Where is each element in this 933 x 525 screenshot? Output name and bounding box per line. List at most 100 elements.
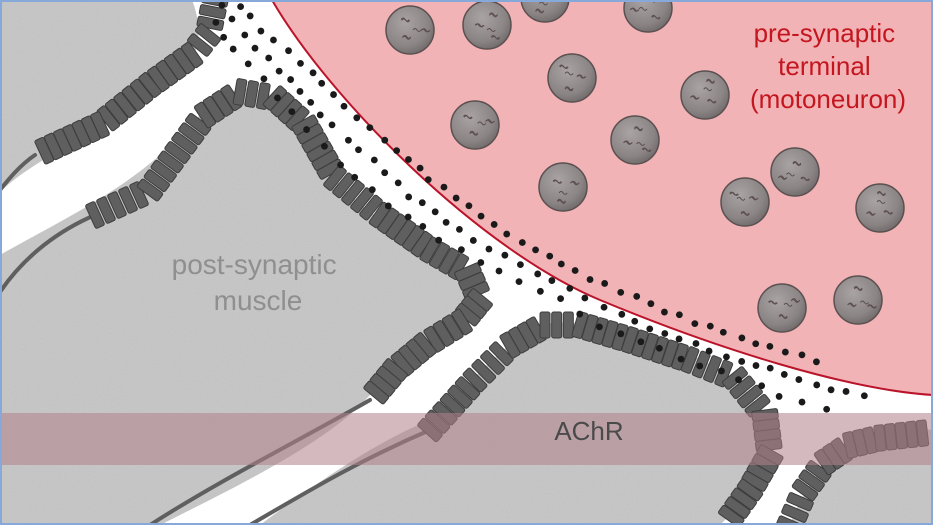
neurotransmitter-dot	[518, 239, 526, 246]
postsynaptic-label-line-2: muscle	[214, 285, 303, 316]
receptor	[423, 325, 446, 353]
neurotransmitter-dot	[244, 60, 252, 68]
neurotransmitter-dot	[246, 12, 254, 20]
neurotransmitter-dot	[296, 88, 304, 95]
neurotransmitter-dot	[260, 75, 268, 83]
neurotransmitter-dot	[738, 334, 746, 342]
neurotransmitter-dot	[457, 246, 465, 254]
neurotransmitter-dot	[827, 386, 835, 394]
neurotransmitter-dot	[340, 102, 348, 110]
neurotransmitter-dot	[823, 405, 831, 413]
vesicle	[610, 115, 660, 165]
neurotransmitter-dot	[469, 237, 477, 244]
receptor	[96, 105, 121, 132]
neurotransmitter-dot	[661, 308, 668, 316]
neurotransmitter-dot	[435, 236, 443, 244]
neurotransmitter-dot	[477, 259, 485, 266]
neurotransmitter-dot	[517, 261, 524, 269]
receptor	[85, 201, 105, 229]
neurotransmitter-dot	[775, 393, 783, 400]
neurotransmitter-dot	[257, 27, 265, 35]
receptor	[341, 179, 365, 206]
vesicle	[462, 0, 512, 50]
neurotransmitter-dot	[718, 367, 725, 375]
neurotransmitter-dot	[860, 392, 868, 400]
receptor	[438, 247, 460, 275]
neurotransmitter-dot	[442, 218, 450, 226]
neurotransmitter-dot	[766, 343, 774, 350]
neurotransmitter-dot	[287, 76, 295, 83]
neurotransmitter-dot	[501, 251, 509, 259]
neurotransmitter-dot	[212, 18, 220, 26]
neurotransmitter-dot	[495, 267, 503, 275]
neurotransmitter-dot	[617, 288, 625, 296]
neurotransmitter-dot	[631, 317, 639, 325]
neurotransmitter-dot	[571, 267, 579, 274]
receptor	[471, 358, 497, 384]
receptor	[187, 33, 213, 57]
achr-label: AChR	[554, 416, 623, 446]
neurotransmitter-dot	[228, 15, 236, 23]
neurotransmitter-dot	[706, 322, 714, 330]
receptor	[164, 141, 191, 164]
receptor	[96, 196, 116, 224]
receptor	[729, 375, 756, 400]
neurotransmitter-dot	[655, 344, 663, 352]
neurotransmitter-dot	[424, 176, 432, 184]
neurotransmitter-dot	[557, 295, 565, 303]
neurotransmitter-dot	[752, 340, 760, 348]
neurotransmitter-dot	[618, 310, 626, 318]
receptor	[232, 78, 248, 106]
vesicle	[855, 183, 905, 233]
vesicle	[770, 147, 820, 197]
neurotransmitter-dot	[452, 194, 460, 202]
neurotransmitter-dot	[405, 193, 413, 201]
receptor	[447, 384, 473, 409]
neurotransmitter-dot	[351, 173, 359, 181]
neurotransmitter-dot	[275, 67, 283, 75]
receptor	[680, 346, 700, 374]
neurotransmitter-dots	[212, 1, 868, 413]
neurotransmitter-dot	[431, 208, 439, 216]
neurotransmitter-dot	[758, 382, 766, 390]
receptor	[113, 92, 137, 118]
receptor	[736, 478, 764, 502]
neurotransmitter-dot	[723, 353, 730, 361]
neurotransmitter-dot	[419, 222, 427, 230]
neurotransmitter-dot	[381, 169, 389, 177]
neurotransmitter-dot	[370, 156, 378, 164]
receptor	[129, 78, 154, 105]
receptor	[107, 191, 127, 219]
neurotransmitter-dot	[515, 278, 523, 286]
receptor	[359, 194, 383, 221]
neurotransmitter-dot	[265, 54, 273, 62]
neurotransmitter-dot	[318, 79, 326, 87]
receptor	[480, 350, 505, 375]
vesicle	[833, 275, 883, 325]
achr-band	[0, 413, 933, 465]
neurotransmitter-dot	[766, 364, 774, 372]
neurotransmitter-dot	[576, 310, 584, 318]
neurotransmitter-dot	[795, 376, 803, 383]
neurotransmitter-dot	[637, 338, 645, 346]
receptor	[129, 181, 149, 209]
neurotransmitter-dot	[719, 328, 727, 336]
neurotransmitter-dot	[532, 246, 539, 254]
neurotransmitter-dot	[218, 1, 226, 9]
neurotransmitter-dot	[270, 36, 277, 44]
presynaptic-label-line-2: terminal	[778, 51, 870, 81]
neurotransmitter-dot	[735, 376, 742, 384]
neurotransmitter-dot	[237, 3, 244, 11]
neurotransmitter-dot	[416, 164, 424, 172]
neurotransmitter-dot	[798, 351, 806, 359]
receptor	[171, 131, 198, 155]
neurotransmitter-dot	[485, 245, 493, 253]
neurotransmitter-dot	[418, 199, 426, 207]
neurotransmitter-dot	[366, 124, 374, 131]
neurotransmitter-dot	[328, 121, 336, 129]
neurotransmitter-dot	[330, 91, 337, 98]
receptor	[432, 320, 455, 347]
neurotransmitter-dot	[405, 156, 412, 163]
neurotransmitter-dot	[274, 94, 281, 102]
